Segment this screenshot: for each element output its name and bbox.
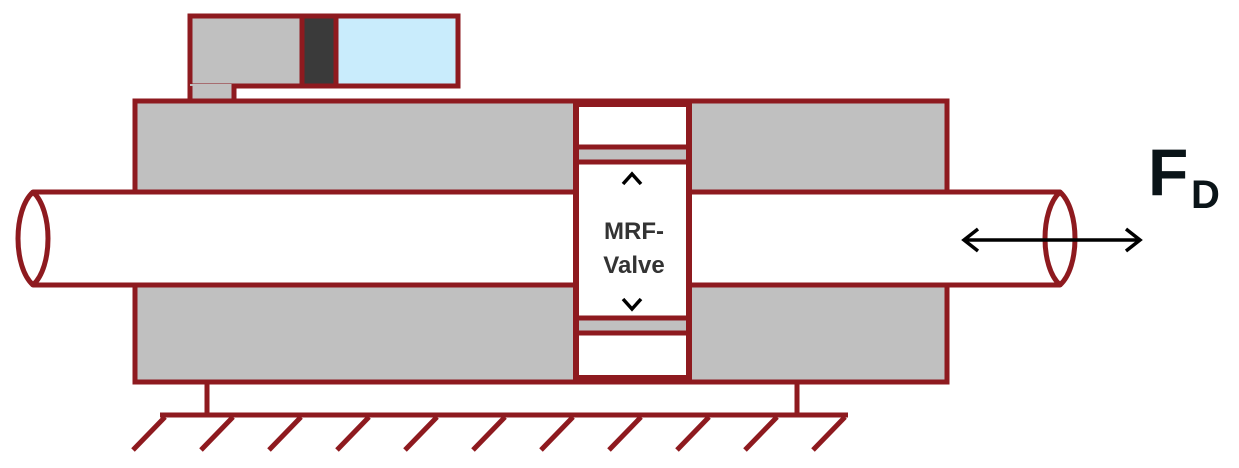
ground-hatch <box>131 415 847 452</box>
accumulator <box>187 13 461 104</box>
ground-hatch-mark <box>743 415 779 452</box>
piston-rod <box>15 189 1078 288</box>
force-arrow <box>961 227 1143 253</box>
ground-hatch-mark <box>471 415 507 452</box>
ground-hatch-mark <box>675 415 711 452</box>
mrf-valve: MRF- Valve <box>573 101 692 381</box>
ground-hatch-mark <box>403 415 439 452</box>
piston-rod-shape <box>30 189 1063 288</box>
ground-hatch-mark <box>335 415 371 452</box>
accumulator-gas-chamber <box>333 13 461 89</box>
valve-label-line2: Valve <box>603 252 664 279</box>
force-symbol: F <box>1148 135 1188 209</box>
force-subscript: D <box>1191 173 1220 217</box>
accumulator-separator-piston <box>299 13 339 89</box>
force-label: F D <box>1148 135 1220 217</box>
accumulator-oil-chamber <box>187 13 305 89</box>
valve-lower-gap <box>579 318 686 332</box>
chevron-up-icon <box>621 171 643 186</box>
ground-hatch-mark <box>607 415 643 452</box>
ground-hatch-mark <box>811 415 847 452</box>
rod-break-left <box>15 190 35 287</box>
ground-hatch-mark <box>267 415 303 452</box>
ground-hatch-mark <box>131 415 167 452</box>
arrow-head-right <box>1124 227 1143 253</box>
valve-upper-gap <box>579 147 686 161</box>
mounting <box>131 382 848 452</box>
chevron-down-icon <box>621 297 643 312</box>
ground-hatch-mark <box>539 415 575 452</box>
ground-hatch-mark <box>199 415 235 452</box>
arrow-head-left <box>961 227 980 253</box>
valve-label-line1: MRF- <box>604 218 664 245</box>
